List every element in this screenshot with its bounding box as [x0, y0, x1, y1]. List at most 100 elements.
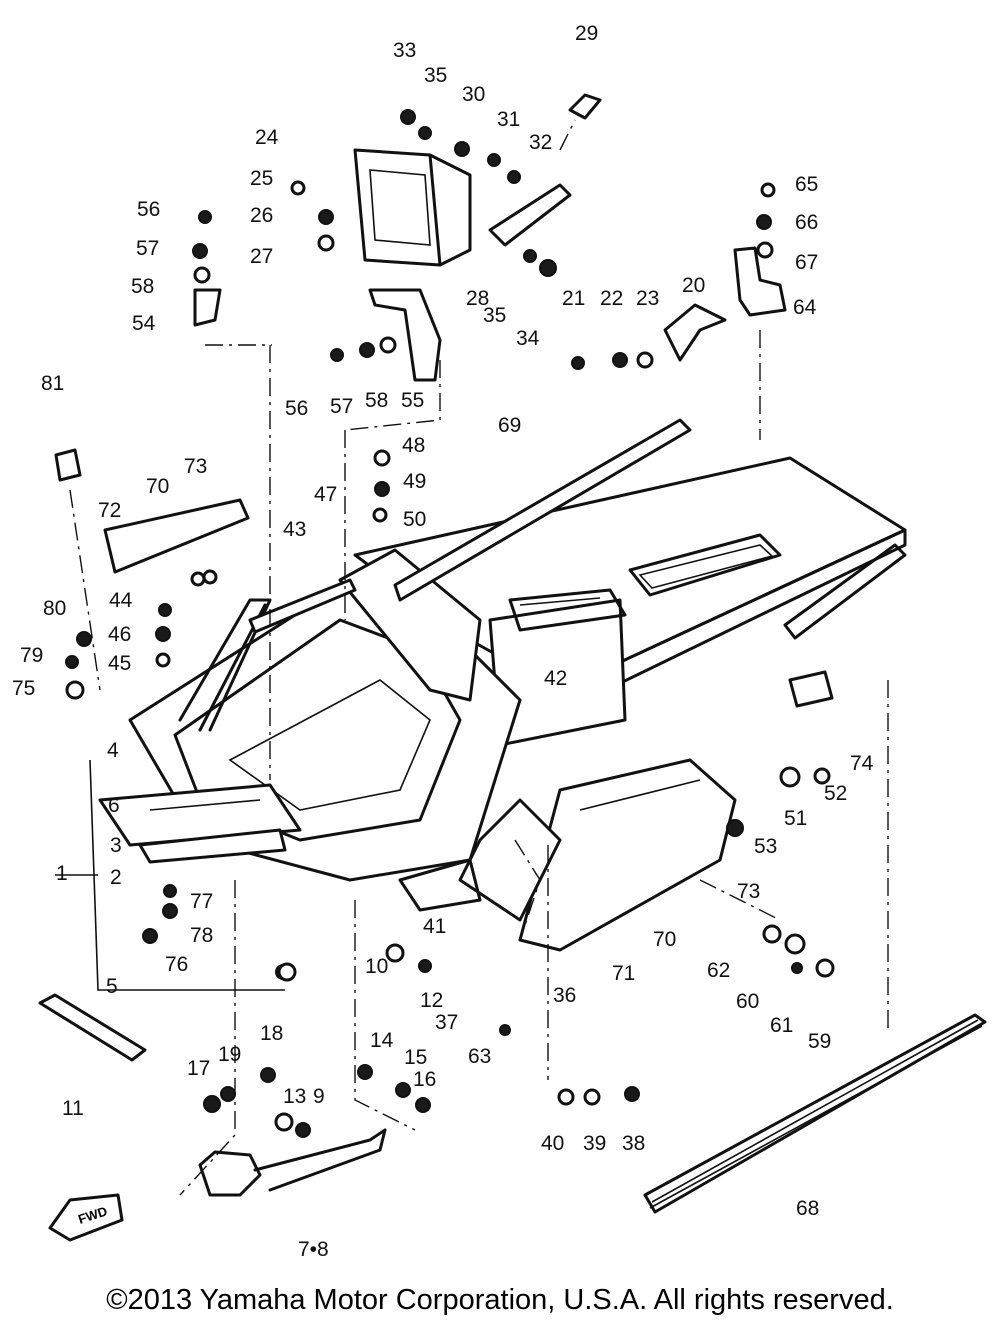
callout-6: 6: [108, 794, 120, 817]
callout-38: 38: [622, 1132, 645, 1155]
callout-66: 66: [795, 211, 818, 234]
callout-18: 18: [260, 1022, 283, 1045]
callout-37: 37: [435, 1011, 458, 1034]
callout-57: 57: [330, 395, 353, 418]
callout-14: 14: [370, 1029, 394, 1052]
callout-58: 58: [365, 389, 388, 412]
callout-44: 44: [109, 589, 133, 612]
callout-29: 29: [575, 22, 598, 45]
copyright-notice: ©2013 Yamaha Motor Corporation, U.S.A. A…: [106, 1284, 894, 1316]
callout-15: 15: [404, 1046, 427, 1069]
callout-27: 27: [250, 245, 273, 268]
callout-1: 1: [56, 862, 68, 885]
decal-strip-72: [103, 498, 250, 574]
callout-40: 40: [541, 1132, 564, 1155]
callout-64: 64: [793, 296, 817, 319]
callout-21: 21: [562, 287, 585, 310]
callout-73: 73: [184, 455, 207, 478]
callout-19: 19: [218, 1043, 241, 1066]
callout-22: 22: [600, 287, 623, 310]
guide-54: [193, 288, 222, 327]
mount-bracket-28: [488, 183, 572, 247]
callout-31: 31: [497, 108, 520, 131]
callout-16: 16: [413, 1068, 436, 1091]
callout-60: 60: [736, 990, 759, 1013]
callout-46: 46: [108, 623, 131, 646]
callout-4: 4: [107, 739, 119, 762]
spindle-11: [38, 993, 147, 1062]
callout-63: 63: [468, 1045, 491, 1068]
callout-57: 57: [136, 237, 159, 260]
callout-76: 76: [165, 953, 188, 976]
callout-81: 81: [41, 372, 64, 395]
callout-59: 59: [808, 1030, 831, 1053]
callout-73: 73: [737, 880, 760, 903]
callout-70: 70: [653, 928, 676, 951]
callout-13: 13: [283, 1085, 306, 1108]
fasteners: [65, 109, 835, 1138]
callout-75: 75: [12, 677, 35, 700]
callout-24: 24: [255, 126, 279, 149]
callout-58: 58: [131, 275, 154, 298]
callout-28: 28: [466, 287, 489, 310]
callout-53: 53: [754, 835, 777, 858]
reflector-74: [788, 670, 834, 708]
callout-5: 5: [106, 975, 118, 998]
callout-2: 2: [110, 866, 122, 889]
callout-11: 11: [62, 1097, 84, 1120]
callout-43: 43: [283, 518, 306, 541]
callout-49: 49: [403, 470, 426, 493]
bracket-55: [368, 288, 442, 382]
callout-34: 34: [516, 327, 540, 350]
callout-12: 12: [420, 989, 443, 1012]
callout-35: 35: [424, 64, 447, 87]
grab-strip-43: [248, 578, 357, 634]
callout-39: 39: [583, 1132, 606, 1155]
cap-81: [54, 448, 82, 482]
chassis-frame: [98, 456, 907, 952]
callout-78: 78: [190, 924, 213, 947]
callout-69: 69: [498, 414, 521, 437]
callout-42: 42: [544, 667, 567, 690]
reference-lines: [55, 119, 889, 1196]
callout-68: 68: [796, 1197, 819, 1220]
callout-20: 20: [682, 274, 705, 297]
callout-3: 3: [110, 834, 122, 857]
cover-20: [663, 303, 727, 362]
callout-77: 77: [190, 890, 213, 913]
callout-26: 26: [250, 204, 273, 227]
pad-29: [568, 93, 602, 120]
callout-52: 52: [824, 782, 847, 805]
callout-25: 25: [250, 167, 273, 190]
callout-32: 32: [529, 131, 552, 154]
callout-9: 9: [313, 1085, 325, 1108]
callout-45: 45: [108, 652, 131, 675]
callout-56: 56: [285, 397, 308, 420]
callout-48: 48: [402, 434, 425, 457]
callout-10: 10: [365, 955, 388, 978]
callout-80: 80: [43, 597, 66, 620]
fwd-arrow: FWD: [48, 1193, 124, 1242]
callout-56: 56: [137, 198, 160, 221]
rear-bracket-64: [733, 246, 787, 317]
callout-30: 30: [462, 83, 485, 106]
running-board-68: [643, 1013, 987, 1214]
side-rail-69: [393, 418, 692, 602]
callout-70: 70: [146, 475, 169, 498]
callout-35: 35: [483, 304, 506, 327]
callout-74: 74: [850, 752, 874, 775]
console-box-24: [353, 148, 472, 267]
callout-51: 51: [784, 807, 807, 830]
callout-41: 41: [423, 915, 446, 938]
callout-47: 47: [314, 483, 337, 506]
callout-62: 62: [707, 959, 730, 982]
callout-72: 72: [98, 499, 121, 522]
callout-71: 71: [612, 962, 635, 985]
callout-23: 23: [636, 287, 659, 310]
callout-17: 17: [187, 1057, 210, 1080]
ski-bracket-7-8: [198, 1128, 387, 1197]
callout-67: 67: [795, 251, 818, 274]
callout-54: 54: [132, 312, 156, 335]
